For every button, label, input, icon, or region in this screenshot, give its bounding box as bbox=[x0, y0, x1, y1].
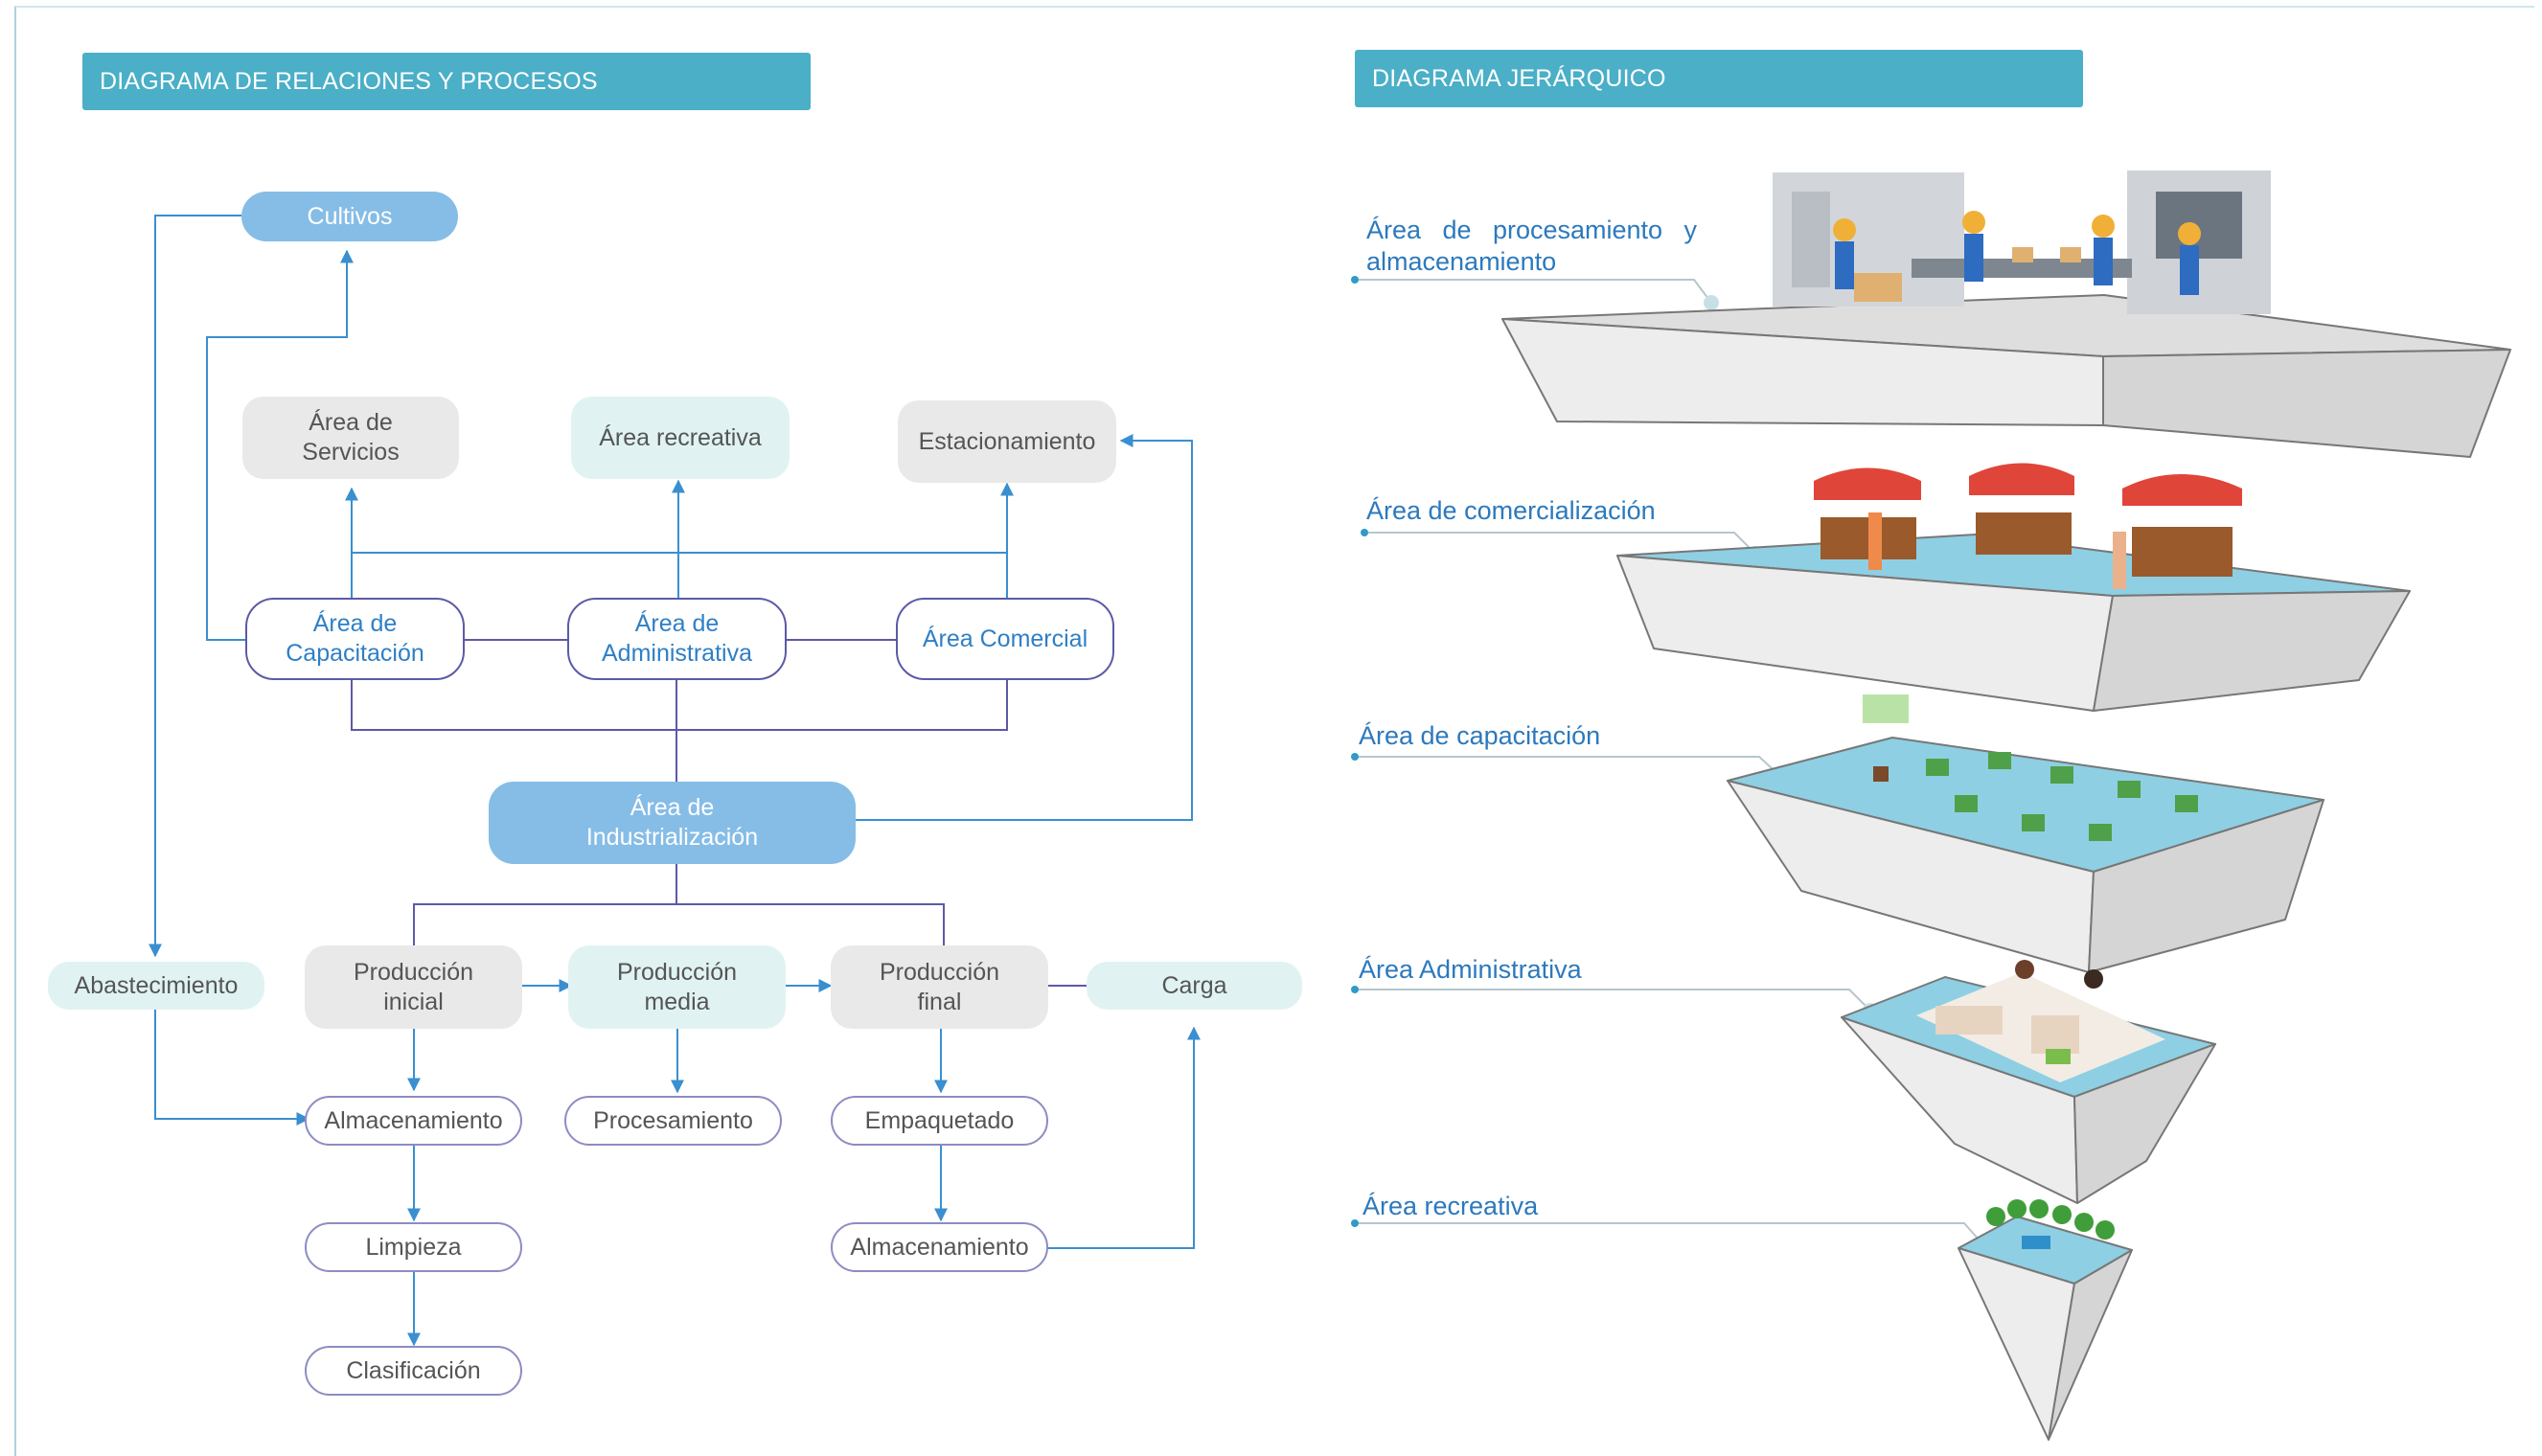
level-label-recreational: Área recreativa bbox=[1363, 1192, 1539, 1220]
node-carga: Carga bbox=[1087, 962, 1302, 1010]
level-label-processing: Área de procesamiento y almacenamiento bbox=[1366, 216, 1697, 276]
node-limpieza: Limpieza bbox=[305, 1222, 522, 1272]
node-almacenamiento-2: Almacenamiento bbox=[831, 1222, 1048, 1272]
level-label-commercial: Área de comercialización bbox=[1366, 496, 1656, 525]
left-section-header: DIAGRAMA DE RELACIONES Y PROCESOS bbox=[82, 53, 811, 110]
node-area-recreativa: Área recreativa bbox=[571, 397, 790, 479]
node-area-servicios: Área de Servicios bbox=[242, 397, 459, 479]
page-frame bbox=[14, 6, 2534, 1456]
level-label-administrative: Área Administrativa bbox=[1359, 955, 1582, 984]
node-produccion-inicial: Producción inicial bbox=[305, 945, 522, 1029]
connector-lines bbox=[149, 215, 1201, 1347]
node-area-industrializacion: Área de Industrialización bbox=[489, 782, 856, 864]
node-procesamiento: Procesamiento bbox=[564, 1096, 782, 1146]
node-empaquetado: Empaquetado bbox=[831, 1096, 1048, 1146]
node-area-capacitacion: Área de Capacitación bbox=[245, 598, 465, 680]
node-cultivos: Cultivos bbox=[241, 192, 458, 241]
level-label-training: Área de capacitación bbox=[1359, 721, 1601, 750]
right-section-header: DIAGRAMA JERÁRQUICO bbox=[1355, 50, 2083, 107]
node-clasificacion: Clasificación bbox=[305, 1346, 522, 1396]
node-produccion-final: Producción final bbox=[831, 945, 1048, 1029]
node-area-administrativa: Área de Administrativa bbox=[567, 598, 787, 680]
node-almacenamiento-1: Almacenamiento bbox=[305, 1096, 522, 1146]
node-abastecimiento: Abastecimiento bbox=[48, 962, 264, 1010]
node-produccion-media: Producción media bbox=[568, 945, 786, 1029]
node-area-comercial: Área Comercial bbox=[896, 598, 1114, 680]
node-estacionamiento: Estacionamiento bbox=[898, 400, 1116, 483]
